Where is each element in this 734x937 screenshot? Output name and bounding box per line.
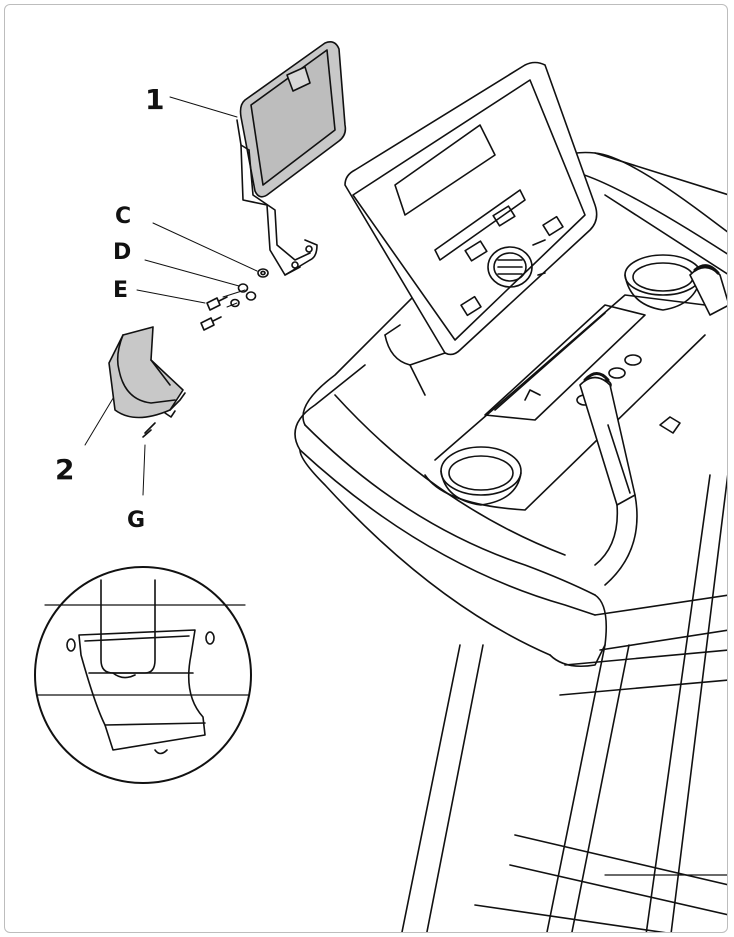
label-part-2: 2 — [55, 453, 74, 486]
tablet-holder-part-1 — [236, 41, 347, 276]
hardware-d-washer — [230, 283, 257, 308]
label-hardware-e: E — [113, 278, 128, 303]
hardware-e-bolt — [200, 296, 228, 331]
cup-holder-right — [624, 254, 702, 311]
console-display — [344, 61, 598, 396]
callout-leaders — [84, 96, 258, 496]
label-hardware-d: D — [113, 240, 131, 265]
label-hardware-c: C — [115, 204, 131, 229]
detail-view-circle — [34, 566, 252, 784]
side-handrail — [559, 594, 727, 696]
treadmill-frame-rails — [401, 474, 727, 932]
treadmill — [294, 61, 727, 932]
label-part-1: 1 — [145, 83, 164, 116]
pulse-grip-handle-rear — [689, 264, 727, 316]
cover-part-2 — [108, 326, 186, 438]
hardware-c-washer — [257, 268, 269, 278]
callout-labels: 1 C D E 2 G — [55, 83, 164, 533]
cup-holder-left — [440, 446, 522, 506]
assembly-illustration: 1 C D E 2 G — [34, 41, 727, 932]
pulse-grip-handle — [579, 372, 638, 586]
label-hardware-g: G — [127, 508, 145, 533]
illustration-frame: 1 C D E 2 G — [4, 4, 728, 933]
